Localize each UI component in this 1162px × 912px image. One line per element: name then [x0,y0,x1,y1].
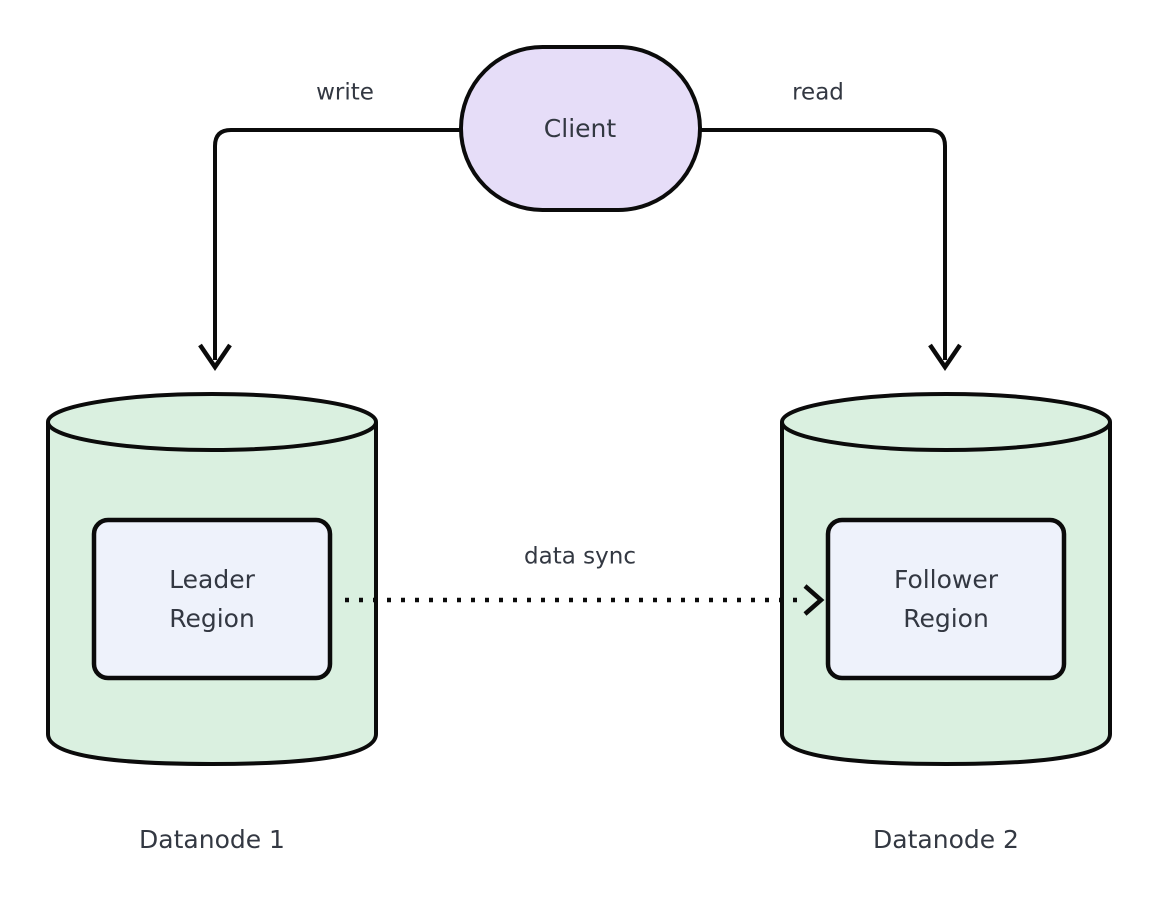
node-datanode1[interactable]: Leader Region Datanode 1 [46,392,378,854]
edge-write-path [213,128,461,360]
node-client[interactable]: Client [459,45,702,212]
arrow-head-read-icon [928,343,962,371]
leader-region-label-line1: Leader [169,565,255,594]
datanode1-cylinder-outline [46,422,378,767]
datanode1-cylinder-top-outline [46,392,378,452]
edge-leader-to-follower: data sync [345,544,825,616]
edge-label-data-sync: data sync [524,544,636,570]
datanode1-caption: Datanode 1 [139,825,285,854]
node-datanode2[interactable]: Follower Region Datanode 2 [780,392,1112,854]
leader-region-box[interactable]: Leader Region [91,517,333,681]
arrow-head-write-icon [198,343,232,371]
edge-label-read: read [792,80,844,106]
leader-region-label-line2: Region [169,604,255,633]
follower-region-label-line2: Region [903,604,989,633]
edge-client-to-datanode1: write [198,80,461,371]
datanode2-cylinder-top-outline [780,392,1112,452]
edge-client-to-datanode2: read [700,80,962,371]
datanode2-cylinder-top-fill [782,394,1110,450]
follower-region-box[interactable]: Follower Region [825,517,1067,681]
follower-region-shape[interactable] [825,517,1067,681]
edge-label-write: write [316,80,374,106]
client-shape[interactable] [459,45,702,212]
leader-region-shape[interactable] [91,517,333,681]
edge-read-path [700,128,947,360]
datanode2-caption: Datanode 2 [873,825,1019,854]
datanode2-cylinder-outline [780,422,1112,767]
datanode1-cylinder-top-fill [48,394,376,450]
arrow-head-data-sync-icon [803,584,825,616]
follower-region-label-line1: Follower [894,565,999,594]
client-label: Client [544,114,617,143]
